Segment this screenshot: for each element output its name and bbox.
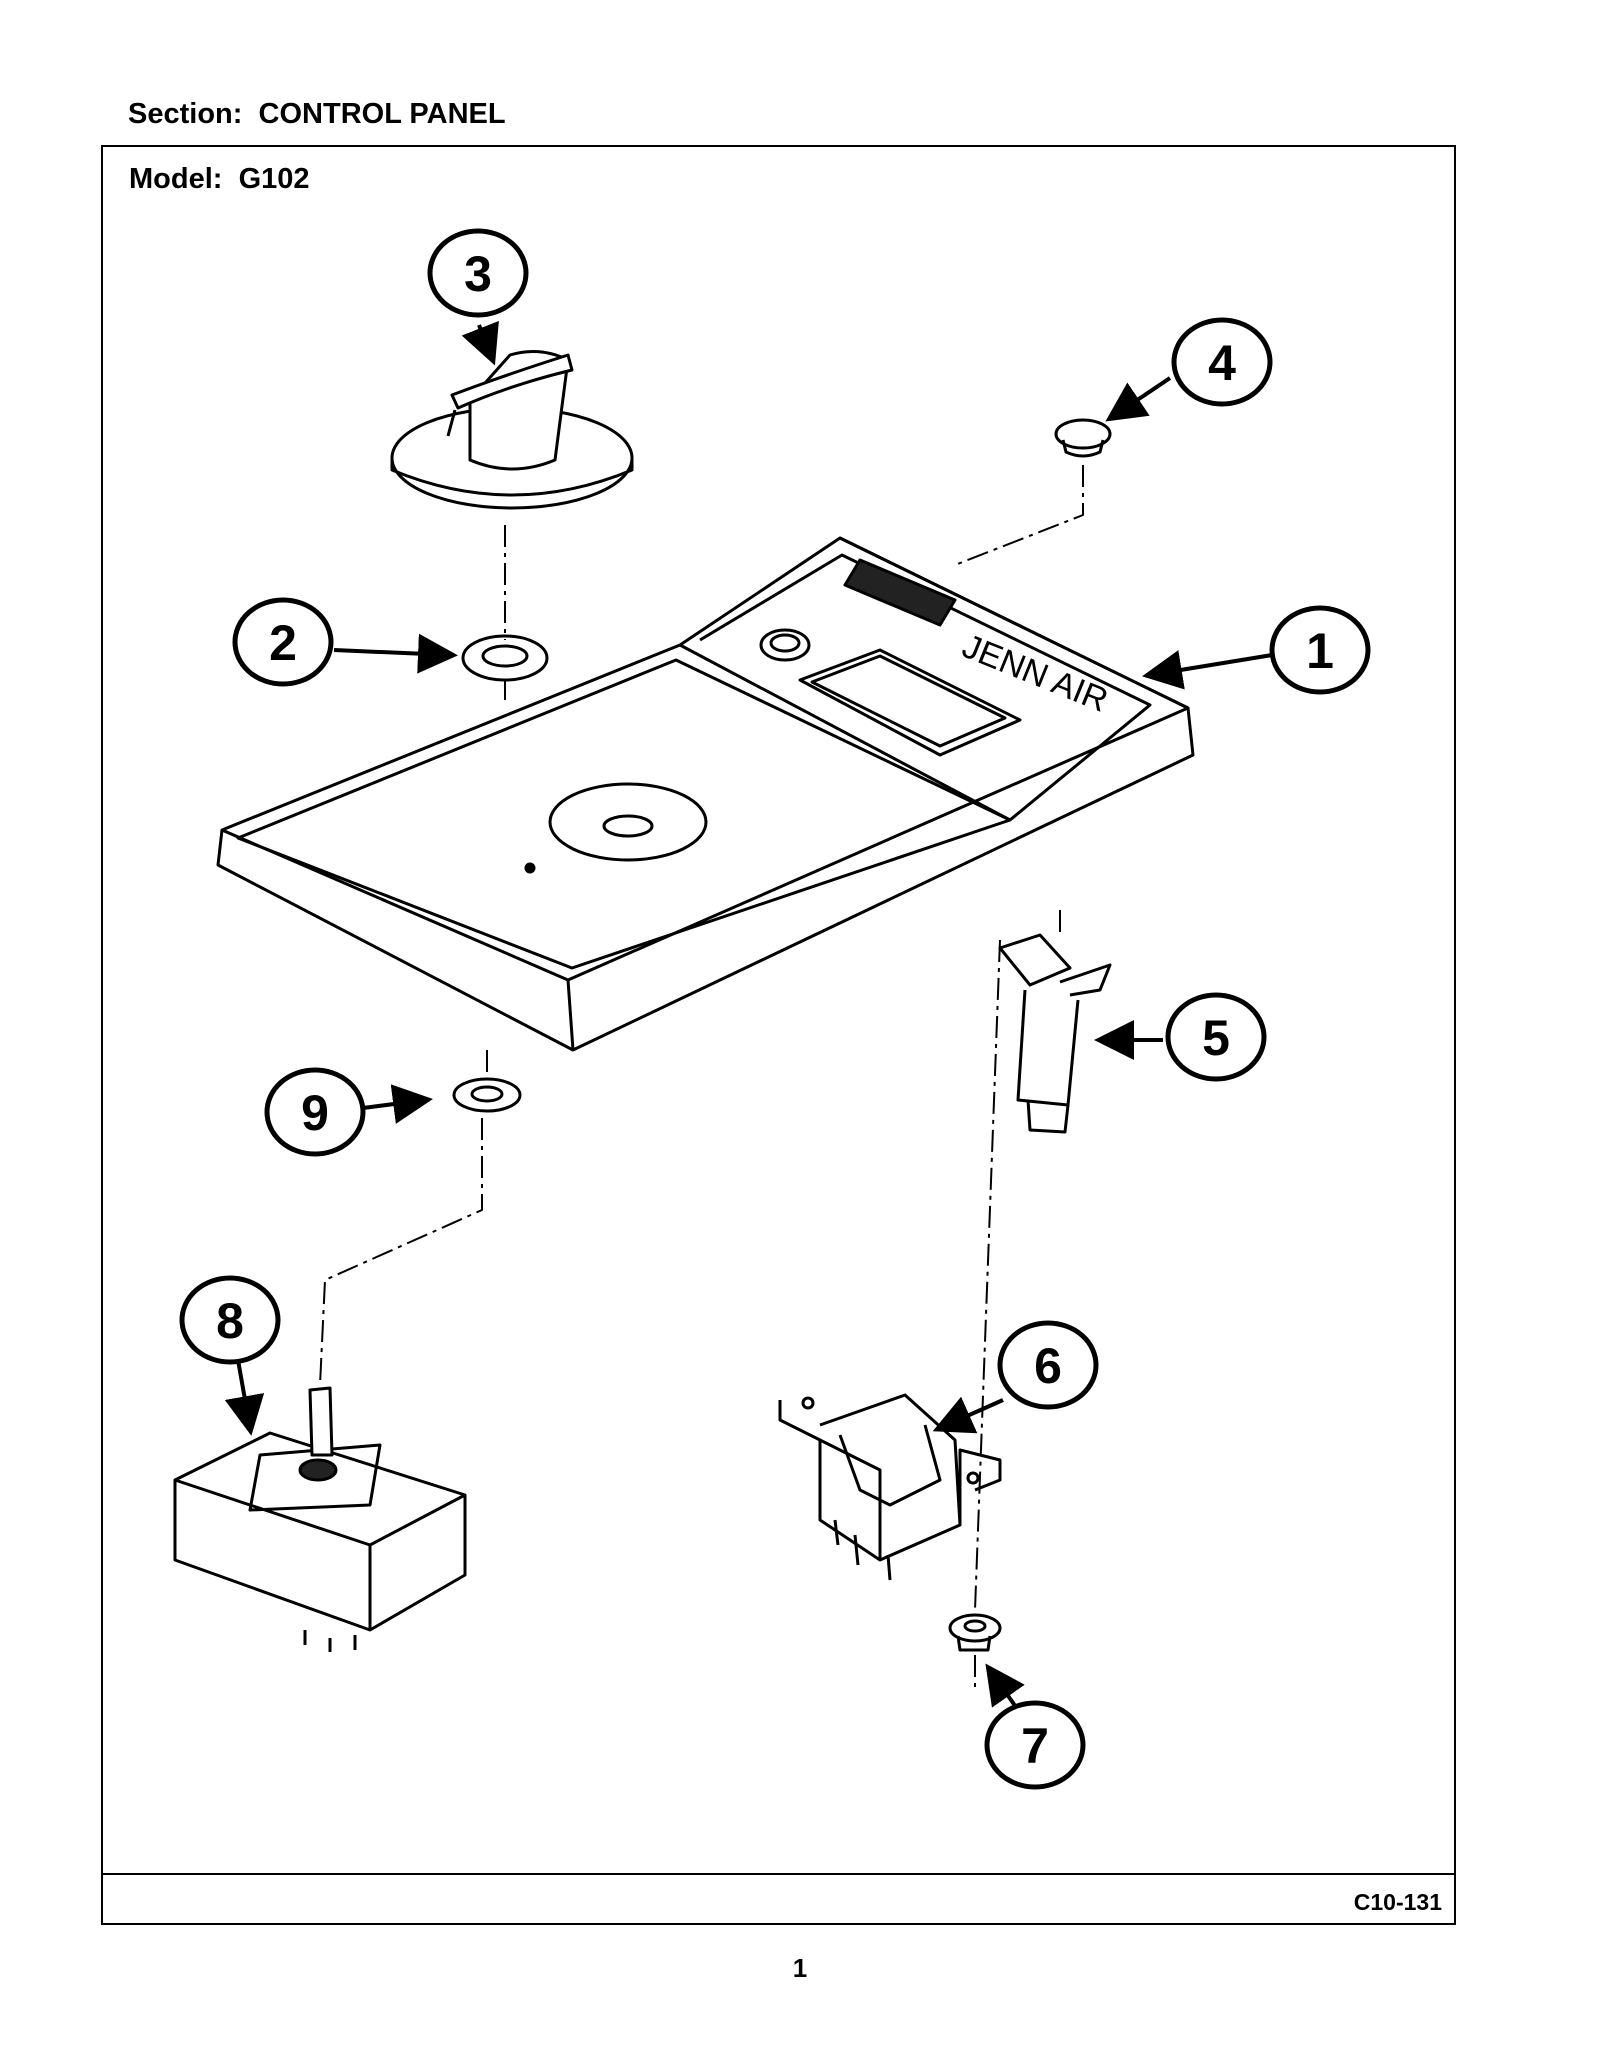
svg-text:6: 6 bbox=[1034, 1338, 1062, 1394]
svg-text:7: 7 bbox=[1021, 1718, 1049, 1774]
callout-1: 1 bbox=[1269, 605, 1371, 695]
page-number: 1 bbox=[792, 1953, 808, 1983]
svg-text:4: 4 bbox=[1208, 335, 1236, 391]
svg-text:9: 9 bbox=[301, 1085, 329, 1141]
section-value: CONTROL PANEL bbox=[258, 98, 506, 130]
model-label: Model: bbox=[129, 163, 223, 195]
indicator-light bbox=[998, 933, 1112, 1134]
callout-6: 6 bbox=[997, 1320, 1099, 1410]
assembly-lines bbox=[319, 465, 1084, 1690]
svg-text:3: 3 bbox=[464, 246, 492, 302]
callout-4: 4 bbox=[1171, 317, 1273, 407]
section-label: Section: bbox=[128, 98, 243, 130]
svg-text:1: 1 bbox=[1306, 623, 1334, 679]
footer-divider bbox=[103, 1873, 1454, 1875]
model-title: Model: G102 bbox=[129, 163, 310, 196]
control-panel-housing bbox=[216, 536, 1195, 1052]
callout-8: 8 bbox=[179, 1275, 281, 1365]
speed-nut bbox=[948, 1613, 1002, 1652]
control-knob bbox=[390, 349, 634, 510]
callout-5: 5 bbox=[1165, 992, 1267, 1082]
infinite-switch bbox=[173, 1386, 467, 1652]
knob-bushing bbox=[461, 634, 549, 682]
callout-9: 9 bbox=[264, 1067, 366, 1157]
section-title: Section: CONTROL PANEL bbox=[128, 98, 506, 131]
callout-7: 7 bbox=[984, 1700, 1086, 1790]
callouts: 1 2 3 4 5 6 7 8 bbox=[179, 228, 1371, 1790]
diagram-frame: Model: G102 C10-131 bbox=[101, 145, 1456, 1925]
model-value: G102 bbox=[238, 163, 310, 195]
svg-text:5: 5 bbox=[1202, 1010, 1230, 1066]
svg-text:8: 8 bbox=[216, 1293, 244, 1349]
callout-2: 2 bbox=[232, 597, 334, 687]
washer bbox=[452, 1077, 522, 1113]
rocker-switch bbox=[778, 1393, 1002, 1581]
drawing-code: C10-131 bbox=[1353, 1889, 1442, 1915]
leader-arrows bbox=[224, 320, 1273, 1722]
plug-button bbox=[1054, 418, 1112, 458]
callout-3: 3 bbox=[427, 228, 529, 318]
svg-text:2: 2 bbox=[269, 615, 297, 671]
